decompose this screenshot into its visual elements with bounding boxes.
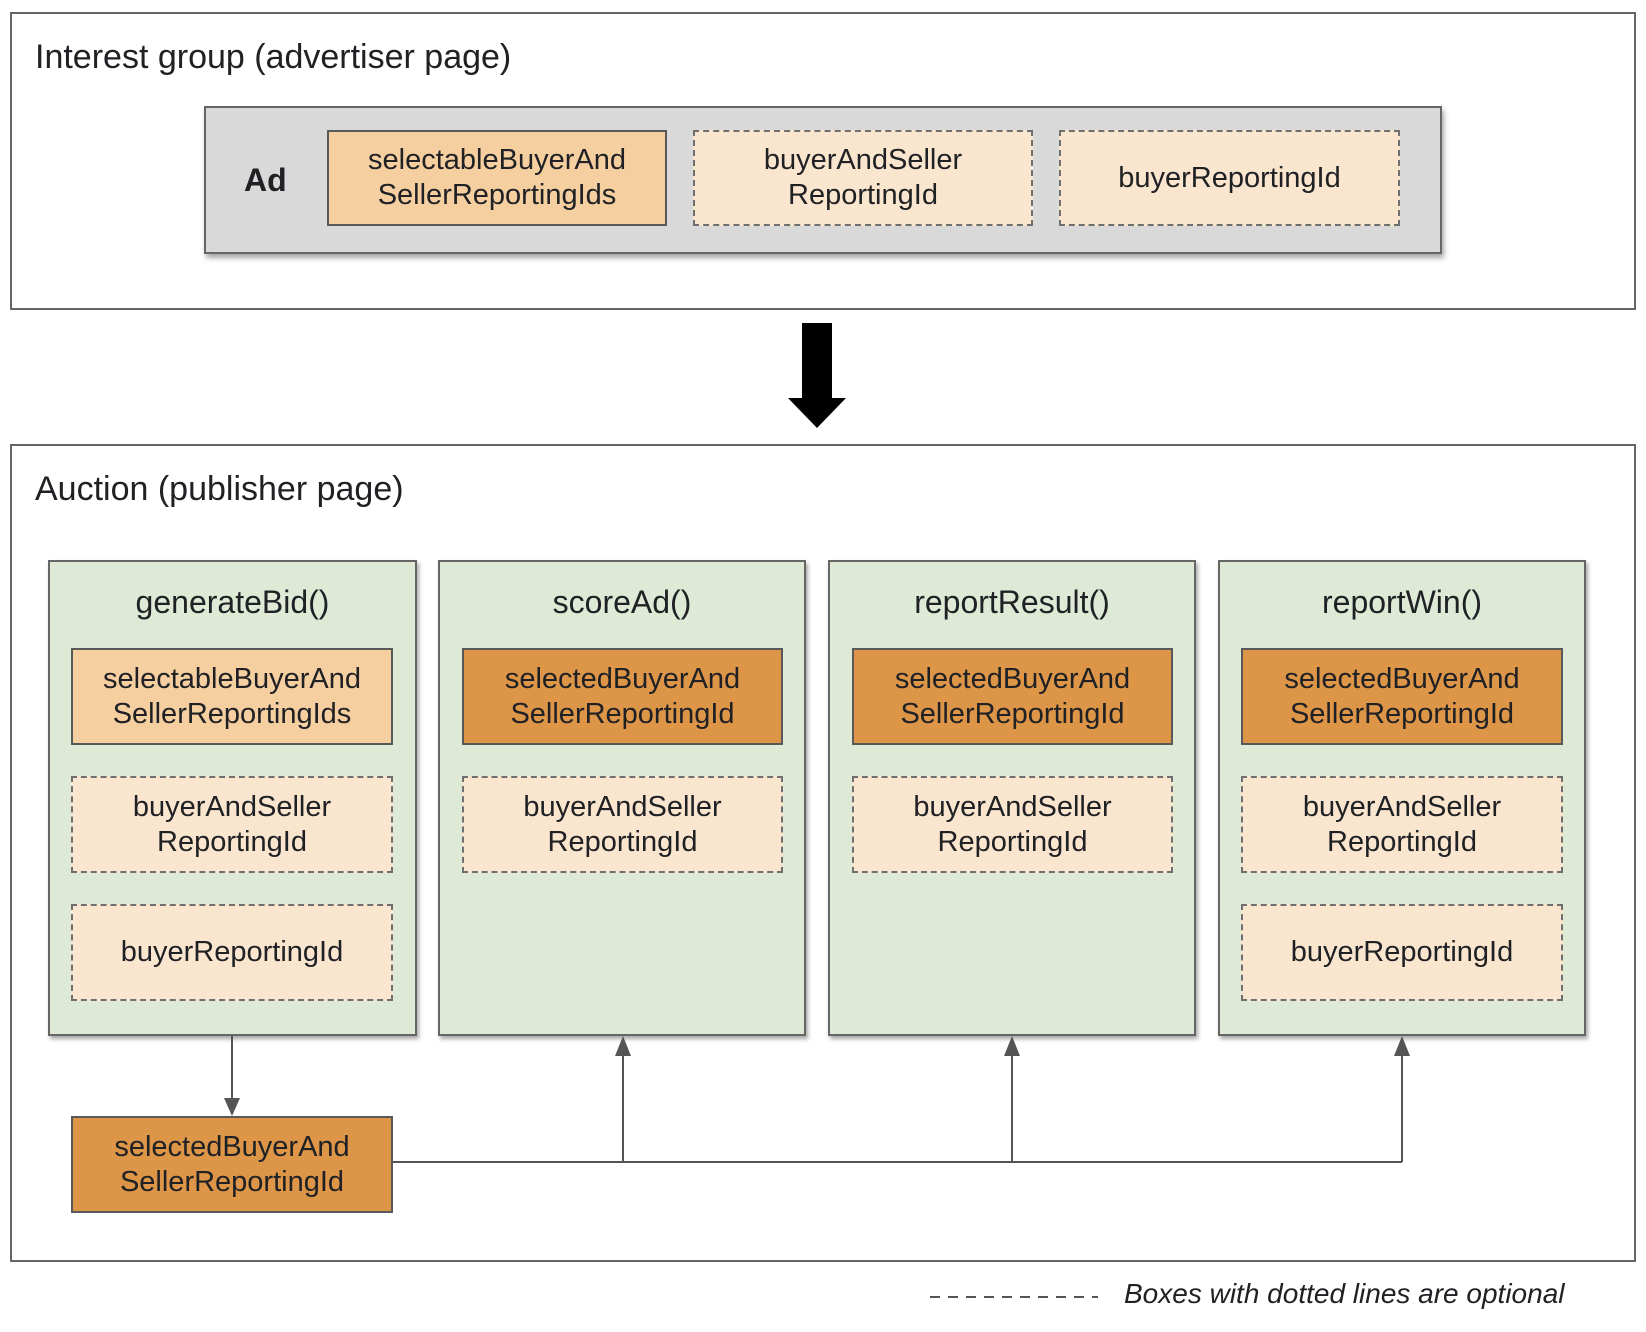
gb-buyer-and-seller-id-box: buyerAndSeller ReportingId	[71, 776, 393, 873]
score-ad-title: scoreAd()	[552, 584, 692, 620]
rw-selected-id-box: selectedBuyerAnd SellerReportingId	[1241, 648, 1563, 745]
output-selected-id-box: selectedBuyerAnd SellerReportingId	[71, 1116, 393, 1213]
arrowhead-icon	[615, 1036, 631, 1056]
rw-buyer-reporting-id-box: buyerReportingId	[1241, 904, 1563, 1001]
auction-title: Auction (publisher page)	[35, 470, 404, 508]
rr-buyer-and-seller-id-box: buyerAndSeller ReportingId	[852, 776, 1173, 873]
legend-text: Boxes with dotted lines are optional	[1124, 1278, 1565, 1309]
down-arrow-icon	[788, 323, 846, 428]
generate-bid-title: generateBid()	[135, 584, 330, 620]
report-win-title: reportWin()	[1321, 584, 1482, 620]
rw-buyer-and-seller-id-box: buyerAndSeller ReportingId	[1241, 776, 1563, 873]
ig-buyer-reporting-id-box: buyerReportingId	[1059, 130, 1400, 226]
sa-buyer-and-seller-id-box: buyerAndSeller ReportingId	[462, 776, 783, 873]
rr-selected-id-box: selectedBuyerAnd SellerReportingId	[852, 648, 1173, 745]
report-result-title: reportResult()	[914, 584, 1110, 620]
arrowhead-icon	[224, 1098, 240, 1116]
gb-buyer-reporting-id-box: buyerReportingId	[71, 904, 393, 1001]
ig-buyer-and-seller-id-box: buyerAndSeller ReportingId	[693, 130, 1033, 226]
sa-selected-id-box: selectedBuyerAnd SellerReportingId	[462, 648, 783, 745]
ad-label: Ad	[244, 162, 287, 198]
interest-group-title: Interest group (advertiser page)	[35, 38, 512, 76]
arrowhead-icon	[1394, 1036, 1410, 1056]
ig-selectable-ids-box: selectableBuyerAnd SellerReportingIds	[327, 130, 667, 226]
gb-selectable-ids-box: selectableBuyerAnd SellerReportingIds	[71, 648, 393, 745]
arrowhead-icon	[1004, 1036, 1020, 1056]
